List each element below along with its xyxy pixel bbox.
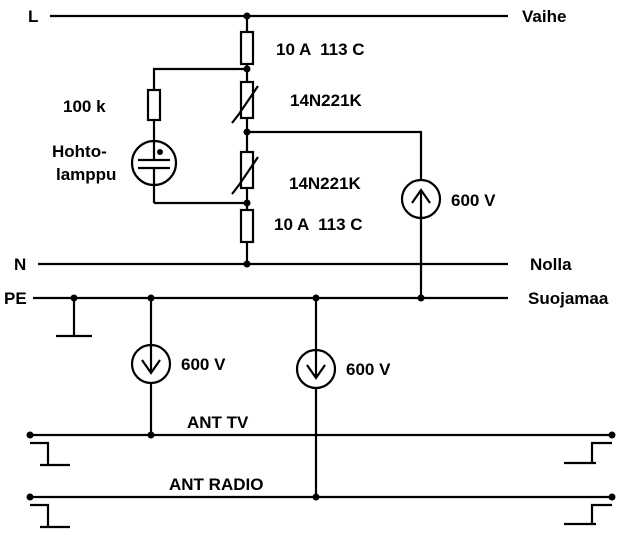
coax-radio-right	[564, 503, 612, 526]
label-N: N	[14, 255, 26, 274]
fuse-top	[239, 30, 255, 66]
label-L: L	[28, 7, 38, 26]
label-ant-radio: ANT RADIO	[169, 475, 263, 494]
varistor-bottom	[239, 150, 255, 190]
fuse-bottom	[239, 208, 255, 244]
label-PE: PE	[4, 289, 27, 308]
label-varistor-bottom: 14N221K	[289, 174, 362, 193]
radio-gdt-branch	[295, 298, 337, 497]
label-resistor: 100 k	[63, 97, 106, 116]
lamp-branch	[130, 67, 247, 205]
pe-ground-symbol	[56, 298, 92, 338]
resistor-100k	[146, 88, 162, 122]
label-varistor-top: 14N221K	[290, 91, 363, 110]
coax-tv-right	[564, 441, 612, 465]
varistor-top-symbol	[231, 85, 259, 124]
coax-tv-left	[30, 441, 70, 467]
label-suojamaa: Suojamaa	[528, 289, 609, 308]
label-nolla: Nolla	[530, 255, 572, 274]
junction-dots	[26, 12, 616, 501]
label-fuse-bottom: 10 A 113 C	[274, 215, 363, 234]
coax-radio-left	[30, 503, 70, 529]
label-gdt-tv: 600 V	[181, 355, 226, 374]
varistor-top	[239, 80, 255, 120]
main-gdt-branch	[247, 130, 442, 298]
label-fuse-top: 10 A 113 C	[276, 40, 365, 59]
label-gdt-main: 600 V	[451, 191, 496, 210]
varistor-bottom-symbol	[231, 156, 259, 195]
label-gdt-radio: 600 V	[346, 360, 391, 379]
central-chain	[231, 16, 259, 264]
label-lamp-line2: lamppu	[56, 165, 116, 184]
label-lamp-line1: Hohto-	[52, 142, 107, 161]
tv-gdt-branch	[130, 298, 172, 435]
label-ant-tv: ANT TV	[187, 413, 249, 432]
label-vaihe: Vaihe	[522, 7, 566, 26]
